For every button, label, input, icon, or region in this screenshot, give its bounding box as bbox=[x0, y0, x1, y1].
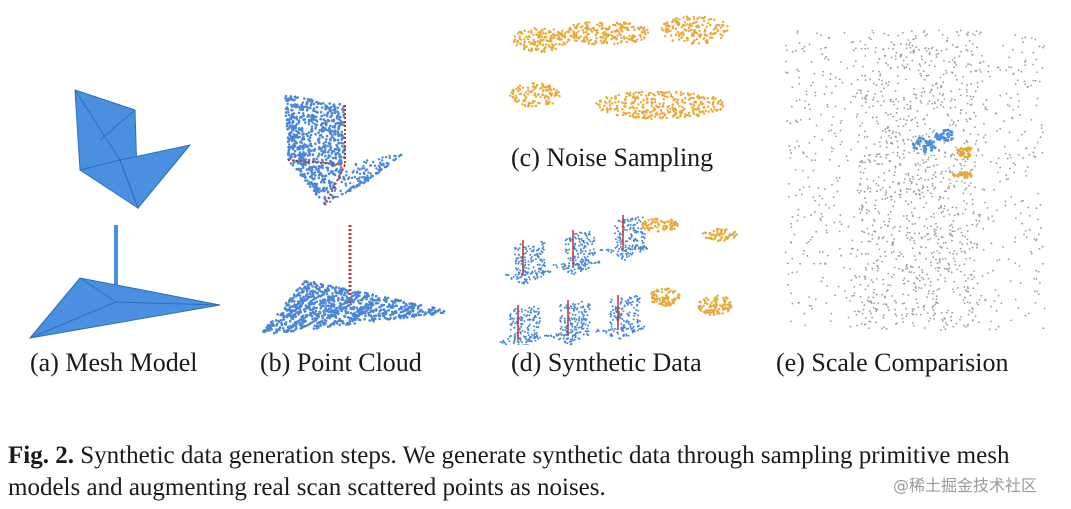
caption-mesh-model: (a) Mesh Model bbox=[30, 348, 198, 377]
caption-synthetic-data: (d) Synthetic Data bbox=[511, 348, 702, 377]
figure-caption: Fig. 2. Synthetic data generation steps.… bbox=[8, 440, 1068, 504]
caption-noise-sampling: (c) Noise Sampling bbox=[511, 143, 714, 172]
caption-point-cloud: (b) Point Cloud bbox=[260, 348, 422, 377]
panel-mesh-model bbox=[20, 80, 240, 350]
noise-sampling-illustration bbox=[509, 15, 729, 121]
watermark: @稀土掘金技术社区 bbox=[893, 476, 1038, 495]
mesh-model-illustration bbox=[28, 89, 221, 339]
panel-synthetic-data bbox=[495, 205, 755, 345]
synthetic-data-illustration bbox=[499, 215, 739, 345]
scale-comparison-illustration bbox=[784, 29, 1046, 331]
point-cloud-illustration bbox=[262, 94, 446, 335]
panel-scale-comparison bbox=[775, 20, 1055, 340]
figure-caption-label: Fig. 2. bbox=[8, 442, 74, 469]
panel-noise-sampling bbox=[495, 5, 755, 135]
panel-point-cloud bbox=[250, 80, 470, 350]
caption-scale-comparison: (e) Scale Comparision bbox=[776, 348, 1009, 377]
figure-caption-text: Synthetic data generation steps. We gene… bbox=[8, 442, 1010, 501]
